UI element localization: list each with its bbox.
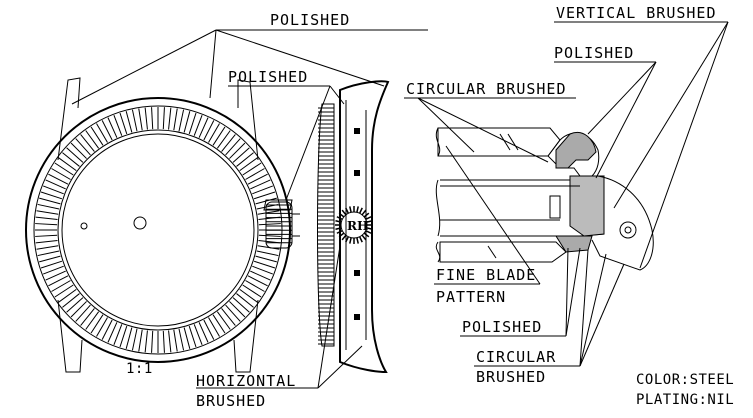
leader-circular-bottom-3 xyxy=(579,263,625,367)
leader-fine-blade-1 xyxy=(445,145,541,285)
crown-stem xyxy=(263,199,293,211)
bezel-side xyxy=(317,103,335,347)
label-polished-top: POLISHED xyxy=(270,11,350,29)
leader-polished-rb-2 xyxy=(565,247,581,337)
lug-bottom-right xyxy=(233,299,259,373)
leader-vertical-2 xyxy=(639,21,729,269)
label-horizontal-1: HORIZONTAL xyxy=(196,372,296,390)
leader-polished-rb-1 xyxy=(565,247,569,337)
bezel-inner xyxy=(57,129,259,331)
crown-ribs xyxy=(266,204,292,244)
labels: POLISHED POLISHED CIRCULAR BRUSHED VERTI… xyxy=(196,4,734,410)
case-side-profile xyxy=(339,80,390,374)
label-vertical-brushed: VERTICAL BRUSHED xyxy=(556,4,717,22)
spring-bar-pin xyxy=(624,226,632,234)
label-fine-blade-2: PATTERN xyxy=(436,288,506,306)
lug-top-left xyxy=(57,77,81,161)
caseback-crystal xyxy=(439,241,567,263)
crown-logo-glyph: RH xyxy=(347,219,368,233)
case-hatch xyxy=(569,175,605,237)
break-line-3 xyxy=(435,241,441,263)
color-note: COLOR:STEEL xyxy=(636,372,734,388)
label-circular-bottom-2: BRUSHED xyxy=(476,368,546,386)
leader-circular-bottom-2 xyxy=(579,253,607,367)
case-outer-ring xyxy=(25,97,291,363)
break-line-1 xyxy=(435,127,441,157)
leader-horizontal-2 xyxy=(317,345,363,389)
label-fine-blade-1: FINE BLADE xyxy=(436,266,536,284)
bezel-knurl-pattern xyxy=(35,107,281,353)
leader-polished-top-1 xyxy=(71,29,217,105)
lug-section xyxy=(591,175,654,271)
leader-polished-left-2 xyxy=(329,85,345,105)
lug-top-right xyxy=(237,79,259,161)
sub-pivot xyxy=(80,222,88,230)
leader-polished-left-1 xyxy=(285,85,331,201)
plating-note: PLATING:NIL xyxy=(636,392,734,408)
cross-section xyxy=(435,127,654,271)
leader-circular-bottom-1 xyxy=(579,249,589,367)
leader-polished-top-2 xyxy=(209,29,217,99)
crown-seal-emblem xyxy=(335,206,373,244)
label-polished-right-top: POLISHED xyxy=(554,44,634,62)
label-polished-left: POLISHED xyxy=(228,68,308,86)
lug-bottom-left xyxy=(57,299,83,373)
side-marker-2 xyxy=(354,170,360,176)
label-circular-bottom-1: CIRCULAR xyxy=(476,348,556,366)
leader-lines xyxy=(71,21,729,389)
dial-edge xyxy=(61,133,255,327)
leader-circular-top-2 xyxy=(417,97,475,153)
screw xyxy=(549,195,561,219)
break-line-2 xyxy=(435,179,441,237)
side-marker-4 xyxy=(354,314,360,320)
side-marker-1 xyxy=(354,128,360,134)
crown-seal-ring xyxy=(340,211,368,239)
crystal-top xyxy=(437,127,561,157)
label-circular-brushed-top: CIRCULAR BRUSHED xyxy=(406,80,567,98)
bezel-hatch xyxy=(555,132,597,169)
spring-bar-hole xyxy=(619,221,637,239)
leader-polished-rt-1 xyxy=(587,61,657,135)
front-view: 1:1 xyxy=(25,77,300,377)
label-polished-right-bottom: POLISHED xyxy=(462,318,542,336)
side-view: RH xyxy=(317,80,390,374)
leader-polished-rt-2 xyxy=(595,61,657,179)
scale-label: 1:1 xyxy=(126,361,153,377)
side-marker-3 xyxy=(354,270,360,276)
bezel-side-ribs xyxy=(318,107,334,345)
caseback-hatch xyxy=(555,235,593,253)
crystal-glint-2 xyxy=(507,133,519,151)
leader-circular-top-1 xyxy=(417,97,549,163)
crown-body xyxy=(265,201,293,249)
label-horizontal-2: BRUSHED xyxy=(196,392,266,410)
center-pivot xyxy=(133,216,147,230)
crystal-glint-1 xyxy=(499,133,511,151)
leader-polished-top-3 xyxy=(215,29,385,87)
leader-horizontal-1 xyxy=(317,245,341,389)
leader-vertical-1 xyxy=(613,21,729,209)
caseback-glint xyxy=(487,245,497,259)
